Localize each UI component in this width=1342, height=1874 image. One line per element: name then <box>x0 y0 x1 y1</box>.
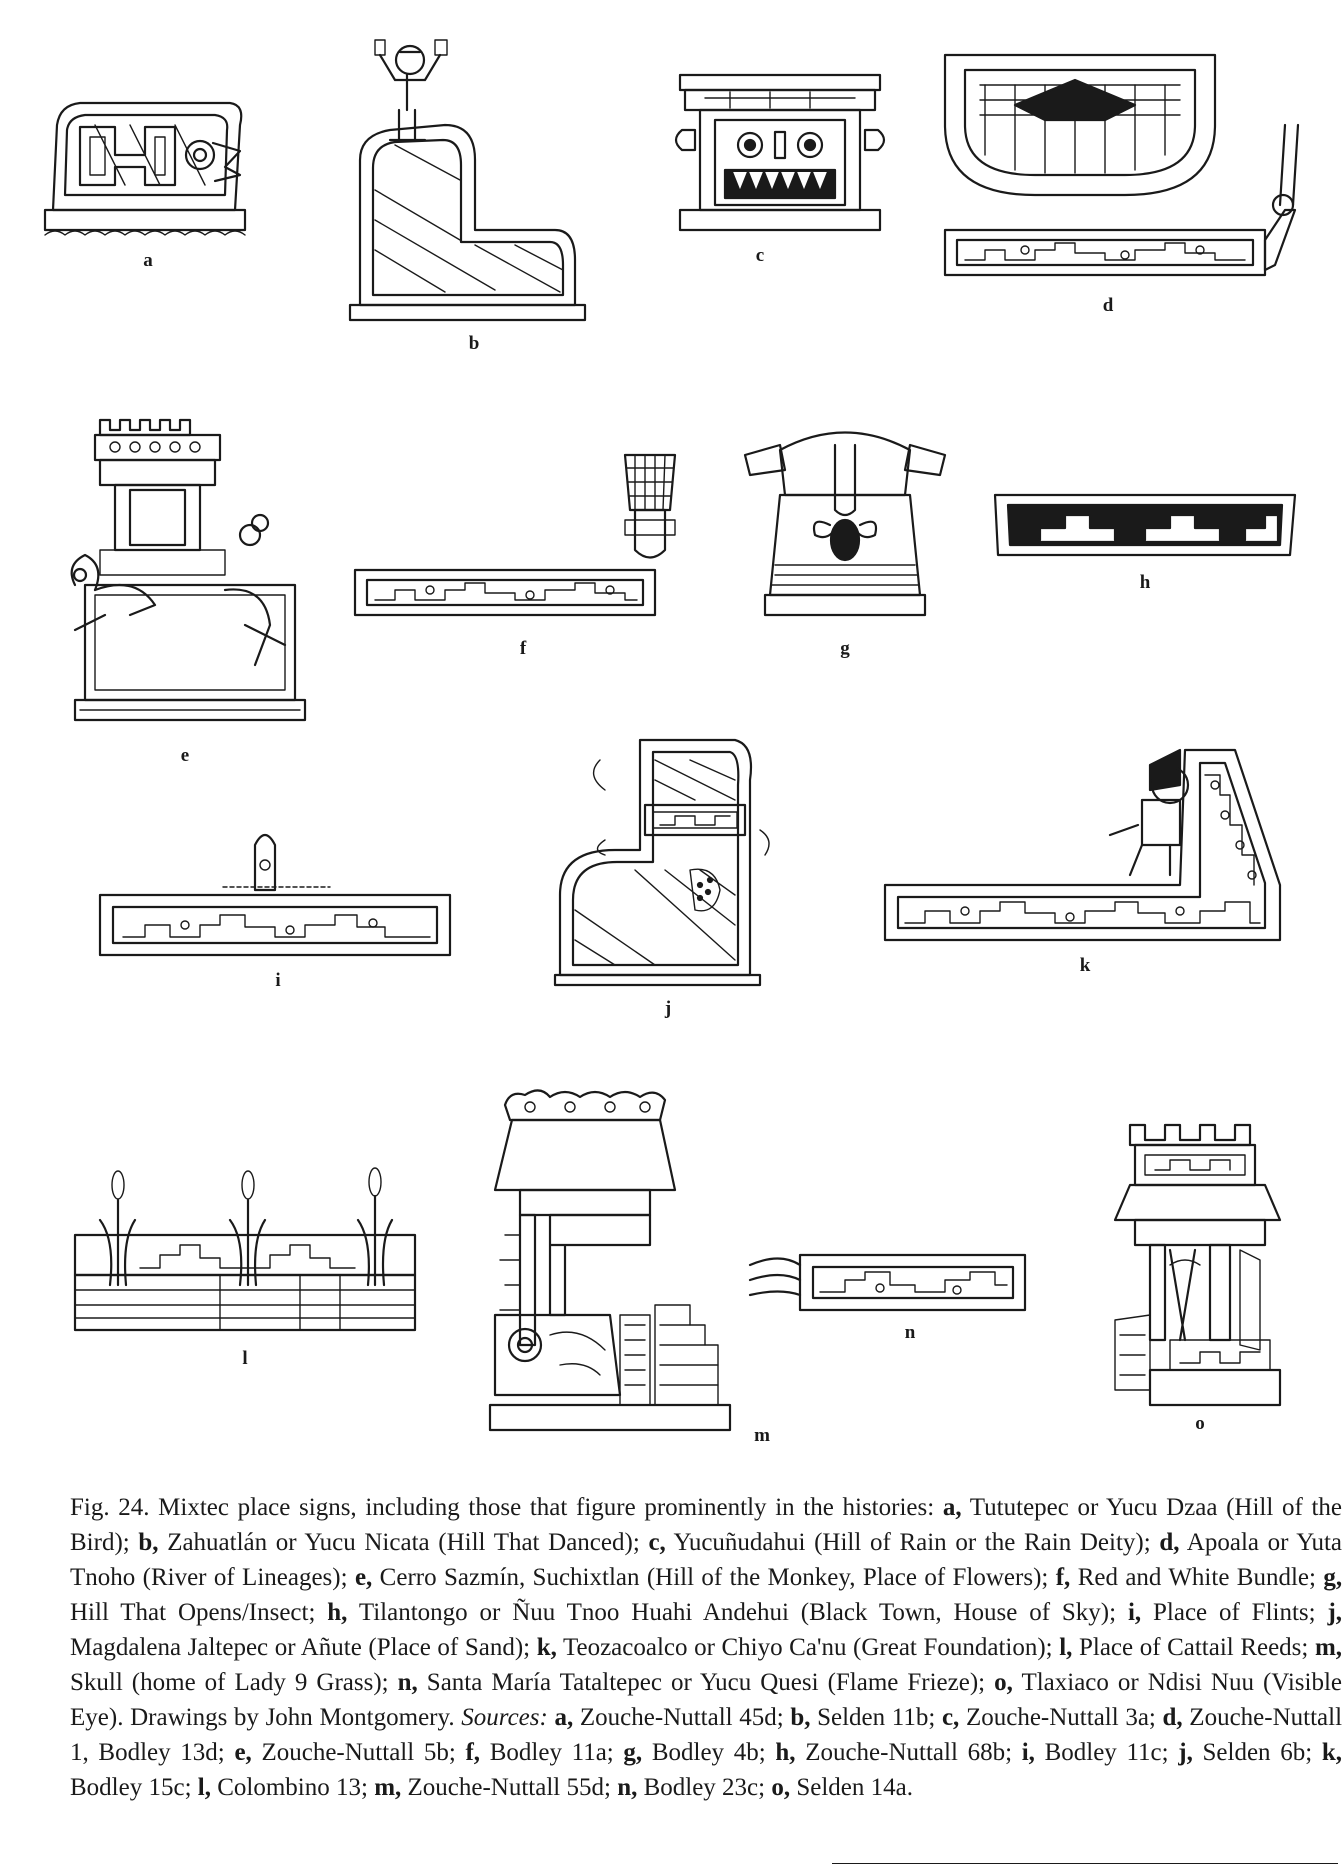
entry-key: f, <box>1055 1564 1071 1591</box>
entry-key: o, <box>994 1669 1013 1696</box>
glyph-e-hill-of-the-monkey <box>45 415 325 735</box>
source-text: Colombino 13; <box>217 1774 368 1801</box>
label-j: j <box>664 998 672 1019</box>
footer-rule <box>832 1863 1338 1864</box>
source-key: k, <box>1321 1739 1342 1766</box>
source-text: Zouche-Nuttall 1, Bodley 13d; <box>70 1704 1342 1766</box>
fig-number: Fig. 24. <box>70 1494 150 1521</box>
label-f: f <box>519 638 527 659</box>
glyph-h-black-town-house-of-sky <box>990 490 1300 560</box>
entry-key: e, <box>354 1564 373 1591</box>
caption-intro: Mixtec place signs, including those that… <box>158 1494 935 1521</box>
label-e: e <box>180 745 190 766</box>
entry-key: m, <box>1314 1634 1342 1661</box>
entry-text: Tlaxiaco or Ndisi Nuu (Visible Eye). <box>70 1669 1342 1731</box>
source-text: Bodley 11c; <box>1044 1739 1169 1766</box>
glyph-n-flame-frieze <box>745 1240 1030 1320</box>
source-key: e, <box>234 1739 252 1766</box>
source-key: h, <box>775 1739 796 1766</box>
label-b: b <box>468 333 480 354</box>
label-i: i <box>275 970 281 991</box>
label-d: d <box>1102 295 1114 316</box>
glyph-a-hill-of-the-bird <box>35 85 255 236</box>
source-text: Bodley 4b; <box>651 1739 766 1766</box>
source-text: Selden 6b; <box>1202 1739 1313 1766</box>
label-g: g <box>840 638 850 659</box>
source-text: Zouche-Nuttall 45d; <box>579 1704 784 1731</box>
entry-text: Zahuatlán or Yucu Nicata (Hill That Danc… <box>167 1529 640 1556</box>
source-key: i, <box>1021 1739 1035 1766</box>
entry-key: n, <box>397 1669 418 1696</box>
entry-text: Teozacoalco or Chiyo Ca'nu (Great Founda… <box>562 1634 1053 1661</box>
entry-text: Magdalena Jaltepec or Añute (Place of Sa… <box>70 1634 531 1661</box>
entry-key: a, <box>942 1494 962 1521</box>
label-o: o <box>1195 1413 1205 1434</box>
glyph-m-skull <box>488 1085 735 1435</box>
label-c: c <box>755 245 765 266</box>
source-key: l, <box>197 1774 211 1801</box>
entry-text: Cerro Sazmín, Suchixtlan (Hill of the Mo… <box>379 1564 1049 1591</box>
entry-text: Yucuñudahui (Hill of Rain or the Rain De… <box>673 1529 1151 1556</box>
entry-text: Tututepec or Yucu Dzaa (Hill of the Bird… <box>70 1494 1342 1556</box>
entry-key: k, <box>536 1634 557 1661</box>
entry-key: j, <box>1327 1599 1342 1626</box>
entry-text: Hill That Opens/Insect; <box>70 1599 316 1626</box>
entry-key: d, <box>1159 1529 1180 1556</box>
source-key: m, <box>374 1774 402 1801</box>
glyph-j-place-of-sand <box>545 730 775 987</box>
source-text: Selden 11b; <box>817 1704 936 1731</box>
glyph-c-hill-of-rain <box>670 70 890 235</box>
source-text: Selden 14a. <box>796 1774 913 1801</box>
entry-text: Red and White Bundle; <box>1077 1564 1316 1591</box>
entry-key: g, <box>1323 1564 1342 1591</box>
source-key: a, <box>554 1704 574 1731</box>
glyph-o-visible-eye <box>1110 1120 1295 1410</box>
label-h: h <box>1139 572 1151 593</box>
source-key: c, <box>941 1704 960 1731</box>
source-text: Zouche-Nuttall 68b; <box>805 1739 1013 1766</box>
source-text: Zouche-Nuttall 3a; <box>965 1704 1156 1731</box>
glyph-f-red-and-white-bundle <box>345 450 690 620</box>
source-key: f, <box>465 1739 481 1766</box>
entry-key: c, <box>648 1529 666 1556</box>
glyph-b-hill-that-danced <box>335 30 595 325</box>
source-key: n, <box>617 1774 638 1801</box>
entry-key: b, <box>138 1529 159 1556</box>
entry-text: Apoala or Yuta Tnoho (River of Lineages)… <box>70 1529 1342 1591</box>
source-key: d, <box>1162 1704 1183 1731</box>
label-l: l <box>242 1348 248 1369</box>
entry-key: i, <box>1127 1599 1142 1626</box>
entry-text: Tilantongo or Ñuu Tnoo Huahi Andehui (Bl… <box>358 1599 1117 1626</box>
entry-key: h, <box>327 1599 348 1626</box>
label-k: k <box>1079 955 1091 976</box>
sources-label: Sources: <box>461 1704 548 1731</box>
source-text: Bodley 15c; <box>70 1774 192 1801</box>
source-text: Bodley 11a; <box>489 1739 614 1766</box>
caption-credit: Drawings by John Montgomery. <box>130 1704 455 1731</box>
entry-text: Place of Cattail Reeds; <box>1078 1634 1309 1661</box>
source-text: Zouche-Nuttall 55d; <box>407 1774 611 1801</box>
entry-key: l, <box>1059 1634 1073 1661</box>
entry-text: Place of Flints; <box>1153 1599 1316 1626</box>
source-key: j, <box>1178 1739 1193 1766</box>
source-key: o, <box>771 1774 791 1801</box>
glyph-l-place-of-cattail-reeds <box>70 1160 420 1335</box>
glyph-d-river-of-lineages <box>925 45 1305 290</box>
source-key: g, <box>623 1739 643 1766</box>
source-text: Bodley 23c; <box>643 1774 766 1801</box>
figure-caption: Fig. 24. Mixtec place signs, including t… <box>70 1490 1342 1805</box>
glyph-i-place-of-flints <box>95 815 455 960</box>
label-a: a <box>143 250 153 271</box>
entry-text: Skull (home of Lady 9 Grass); <box>70 1669 389 1696</box>
glyph-g-hill-that-opens-insect <box>740 425 950 625</box>
label-m: m <box>754 1425 770 1446</box>
entry-text: Santa María Tataltepec or Yucu Quesi (Fl… <box>426 1669 986 1696</box>
source-key: b, <box>790 1704 811 1731</box>
label-n: n <box>904 1322 916 1343</box>
source-text: Zouche-Nuttall 5b; <box>261 1739 456 1766</box>
glyph-k-great-foundation <box>880 735 1300 965</box>
